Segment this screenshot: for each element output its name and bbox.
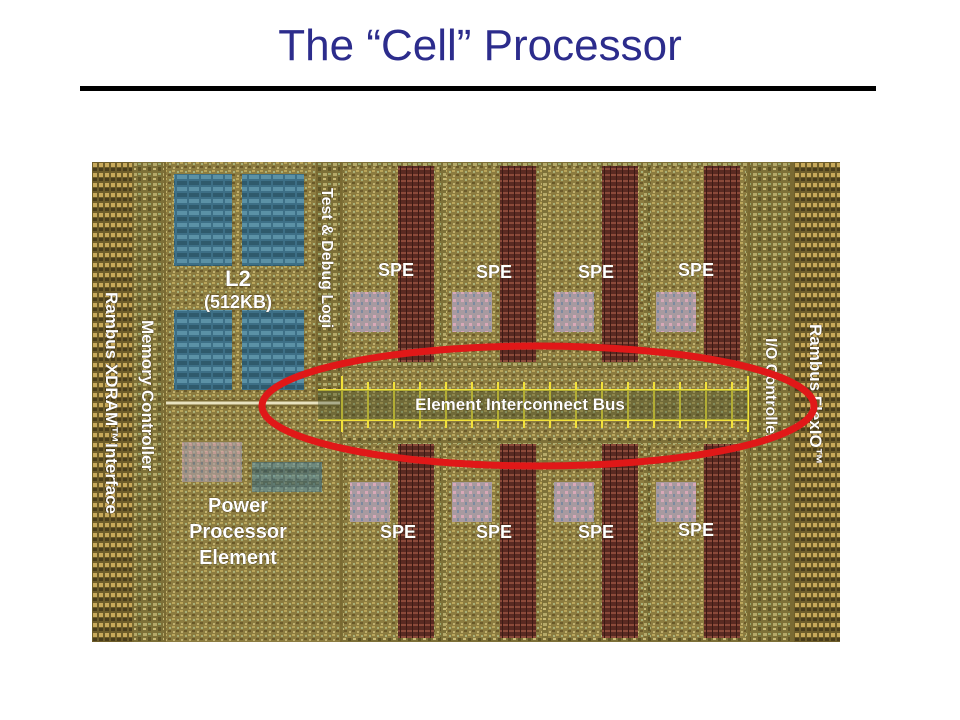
title-divider	[80, 86, 876, 91]
label-ppe-line3: Element	[199, 547, 277, 569]
label-memory-controller: Memory Controller	[138, 320, 157, 472]
label-ppe-line2: Processor	[189, 521, 287, 543]
label-spe-bottom-4: SPE	[678, 520, 714, 540]
label-spe-top-3: SPE	[578, 262, 614, 282]
label-rambus-xdram: Rambus XDRAM™Interface	[102, 292, 121, 514]
label-test-debug: Test & Debug Logi	[318, 188, 335, 328]
label-spe-top-4: SPE	[678, 260, 714, 280]
label-spe-top-1: SPE	[378, 260, 414, 280]
label-spe-top-2: SPE	[476, 262, 512, 282]
label-eib: Element Interconnect Bus	[415, 395, 625, 414]
label-io-controller: I/O Controller	[762, 338, 779, 440]
label-l2: L2	[225, 266, 251, 291]
label-spe-bottom-3: SPE	[578, 522, 614, 542]
cell-die-photo: Rambus XDRAM™Interface Memory Controller…	[92, 162, 840, 642]
label-ppe-line1: Power	[208, 495, 268, 517]
slide-title: The “Cell” Processor	[0, 18, 960, 74]
label-spe-bottom-1: SPE	[380, 522, 416, 542]
label-spe-bottom-2: SPE	[476, 522, 512, 542]
label-l2-size: (512KB)	[204, 292, 272, 312]
